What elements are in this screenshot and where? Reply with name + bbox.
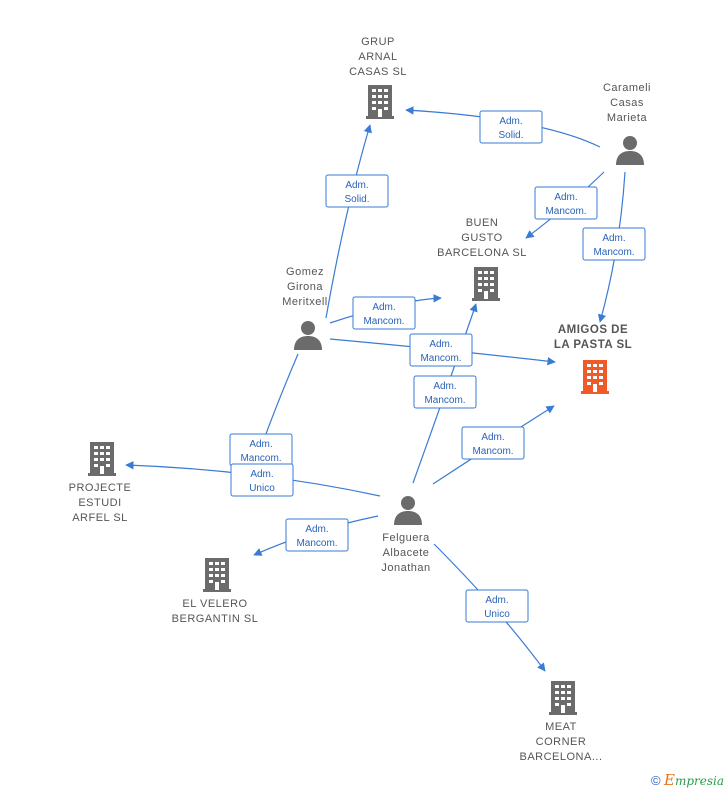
edge-label-line: Solid. — [344, 194, 369, 205]
node-label-line: CORNER — [536, 736, 587, 748]
edge-label-line: Unico — [484, 609, 510, 620]
edge-label-box — [534, 186, 598, 220]
brand-name: mpresia — [674, 774, 724, 788]
node-label-line: Gomez — [286, 266, 324, 278]
edge-label-box — [479, 110, 543, 144]
node-label-line: BERGANTIN SL — [172, 613, 259, 625]
node-label-line: EL VELERO — [182, 598, 247, 610]
edge-label-gomez-to-grup: Adm. Solid. — [325, 174, 389, 208]
edge-label-line: Adm. — [481, 432, 504, 443]
node-label-line: MEAT — [545, 721, 577, 733]
edge-label-box — [230, 463, 294, 497]
node-label-line: Felguera — [382, 532, 430, 544]
edge-label-line: Adm. — [249, 439, 272, 450]
edge-label-felguera-to-buen: Adm. Mancom. — [413, 375, 477, 409]
node-label-line: LA PASTA SL — [554, 339, 632, 351]
edge-label-line: Adm. — [499, 116, 522, 127]
edge-label-line: Adm. — [554, 192, 577, 203]
node-label-line: BUEN — [466, 217, 499, 229]
brand-initial: E — [663, 771, 675, 789]
edge-label-line: Adm. — [429, 339, 452, 350]
edge-label-line: Adm. — [372, 302, 395, 313]
node-label-line: Jonathan — [381, 562, 430, 574]
node-buen[interactable]: BUEN GUSTO BARCELONA SL — [437, 217, 527, 301]
edge-label-line: Adm. — [250, 469, 273, 480]
node-amigos[interactable]: AMIGOS DE LA PASTA SL — [554, 324, 632, 394]
node-label-line: Meritxell — [282, 296, 327, 308]
building-icon[interactable] — [88, 442, 116, 476]
edge-label-line: Adm. — [602, 233, 625, 244]
node-label-line: Albacete — [383, 547, 430, 559]
node-projecte[interactable]: PROJECTE ESTUDI ARFEL SL — [69, 442, 132, 524]
edge-label-box — [325, 174, 389, 208]
building-icon[interactable] — [366, 85, 394, 119]
edge-label-box — [409, 333, 473, 367]
edge-label-line: Mancom. — [240, 453, 281, 464]
edge-label-gomez-to-buen: Adm. Mancom. — [352, 296, 416, 330]
edge-label-box — [465, 589, 529, 623]
edge-label-box — [285, 518, 349, 552]
edge-label-box — [582, 227, 646, 261]
edge-label-box — [352, 296, 416, 330]
edge-label-line: Mancom. — [424, 395, 465, 406]
person-icon[interactable] — [294, 321, 322, 350]
edge-label-carameli-to-amigos: Adm. Mancom. — [582, 227, 646, 261]
edge-label-felguera-to-amigos: Adm. Mancom. — [461, 426, 525, 460]
node-grup[interactable]: GRUP ARNAL CASAS SL — [349, 36, 407, 119]
person-icon[interactable] — [616, 136, 644, 165]
footer-brand: © Empresia — [651, 771, 724, 789]
edge-label-felguera-to-projecte: Adm. Unico — [230, 463, 294, 497]
node-label-line: GUSTO — [461, 232, 502, 244]
node-label-line: AMIGOS DE — [558, 324, 628, 336]
edge-label-line: Mancom. — [593, 247, 634, 258]
edge-label-line: Solid. — [498, 130, 523, 141]
node-label-line: GRUP — [361, 36, 395, 48]
edge-label-felguera-to-velero: Adm. Mancom. — [285, 518, 349, 552]
node-label-line: BARCELONA SL — [437, 247, 527, 259]
edge-label-line: Unico — [249, 483, 275, 494]
edge-labels-layer: Adm. Solid. Adm. Mancom. Adm. Mancom. Adm. Soli… — [229, 110, 646, 623]
node-label-line: PROJECTE — [69, 482, 132, 494]
edge-label-line: Mancom. — [363, 316, 404, 327]
node-label-line: ARNAL — [358, 51, 397, 63]
nodes-layer: GRUP ARNAL CASAS SL CarameliCasasMarietaBUE… — [69, 36, 651, 763]
edge-label-line: Adm. — [305, 524, 328, 535]
edge-label-carameli-to-grup: Adm. Solid. — [479, 110, 543, 144]
edge-label-carameli-to-buen: Adm. Mancom. — [534, 186, 598, 220]
building-icon[interactable] — [203, 558, 231, 592]
node-label-line: Girona — [287, 281, 323, 293]
edge-label-line: Adm. — [485, 595, 508, 606]
edge-label-line: Mancom. — [545, 206, 586, 217]
building-icon[interactable] — [472, 267, 500, 301]
node-label-line: BARCELONA... — [519, 751, 602, 763]
node-meat[interactable]: MEAT CORNER BARCELONA... — [519, 681, 602, 763]
edge-label-line: Adm. — [433, 381, 456, 392]
edge-label-felguera-to-meat: Adm. Unico — [465, 589, 529, 623]
node-label-line: ARFEL SL — [72, 512, 128, 524]
building-icon[interactable] — [549, 681, 577, 715]
node-label-line: Marieta — [607, 112, 648, 124]
edge-label-line: Mancom. — [296, 538, 337, 549]
node-label-line: ESTUDI — [78, 497, 121, 509]
edge-label-line: Mancom. — [472, 446, 513, 457]
edge-label-gomez-to-amigos: Adm. Mancom. — [409, 333, 473, 367]
edge-label-gomez-to-velero: Adm. Mancom. — [229, 433, 293, 467]
node-label-line: Carameli — [603, 82, 651, 94]
person-icon[interactable] — [394, 496, 422, 525]
edge-label-box — [461, 426, 525, 460]
node-label-line: Casas — [610, 97, 644, 109]
node-label-line: CASAS SL — [349, 66, 407, 78]
edge-label-box — [413, 375, 477, 409]
building-icon[interactable] — [581, 360, 609, 394]
edge-label-line: Mancom. — [420, 353, 461, 364]
copyright-icon: © — [651, 773, 661, 788]
edge-label-line: Adm. — [345, 180, 368, 191]
edge-gomez-to-grup — [325, 124, 372, 319]
node-velero[interactable]: EL VELERO BERGANTIN SL — [172, 558, 259, 625]
